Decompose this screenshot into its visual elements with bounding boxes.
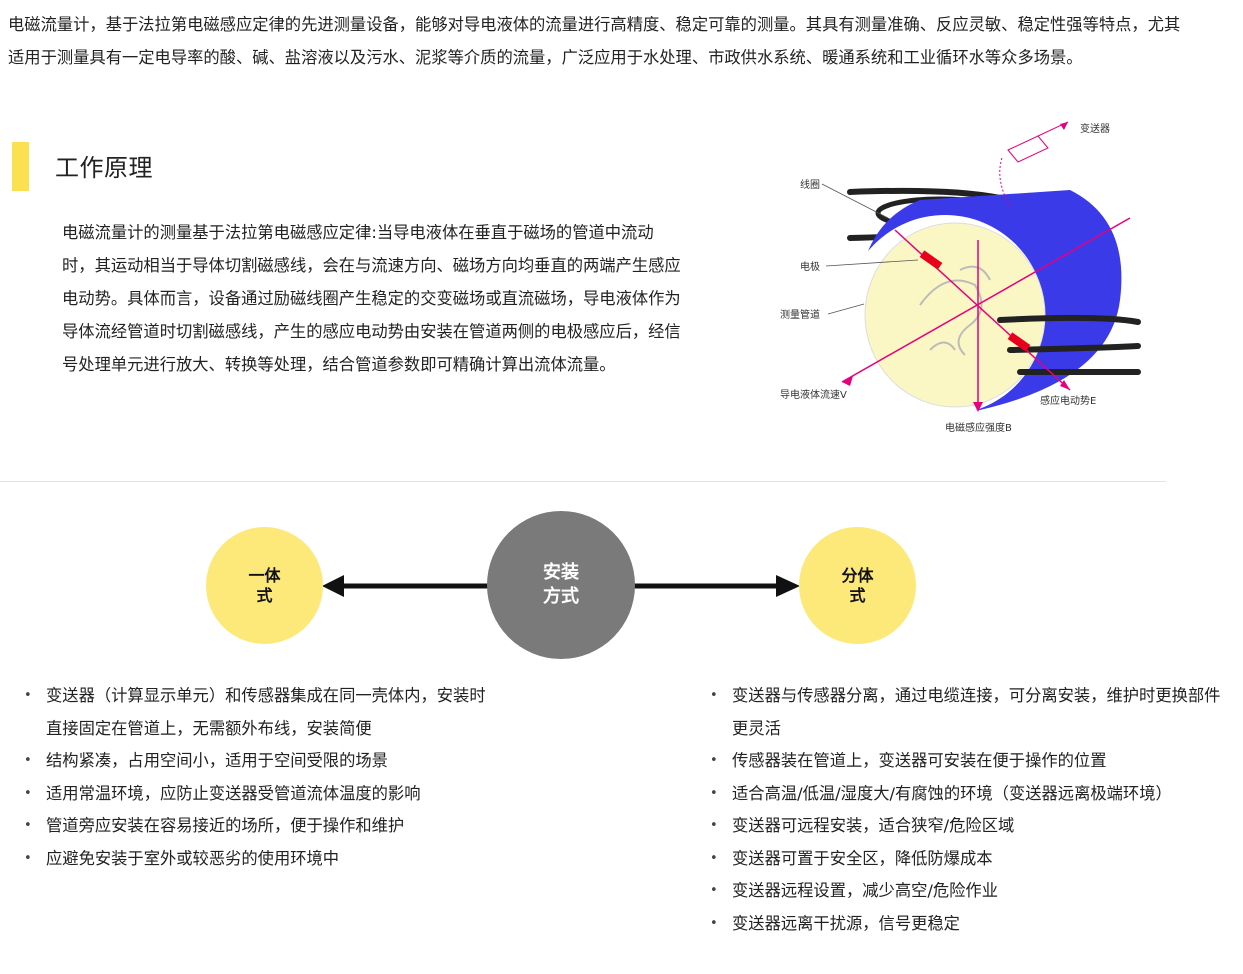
arrow-left-icon: [322, 575, 344, 597]
list-item: 变送器与传感器分离，通过电缆连接，可分离安装，维护时更换部件更灵活: [710, 680, 1230, 745]
label-electrode: 电极: [800, 260, 820, 273]
electrode-bottom: [1007, 332, 1031, 352]
integrated-type-label-2: 式: [256, 585, 273, 605]
list-item: 变送器远离干扰源，信号更稳定: [710, 908, 1230, 941]
transmitter-icon: [1007, 135, 1049, 163]
electrode-top: [919, 250, 943, 270]
label-field: 电磁感应强度B: [945, 421, 1012, 434]
list-item: 管道旁应安装在容易接近的场所，便于操作和维护: [24, 810, 494, 843]
arrow-right-icon: [776, 575, 800, 597]
label-transmitter: 变送器: [1080, 122, 1110, 135]
flowmeter-principle-diagram: 变送器 线圈 电极 测量管道 导电液体流速V 感应电动势E 电磁感应强度B: [780, 121, 1141, 434]
integrated-feature-list: 变送器（计算显示单元）和传感器集成在同一壳体内，安装时直接固定在管道上，无需额外…: [24, 680, 494, 875]
list-item: 变送器（计算显示单元）和传感器集成在同一壳体内，安装时直接固定在管道上，无需额外…: [24, 680, 494, 745]
label-emf: 感应电动势E: [1040, 394, 1096, 407]
split-type-label-1: 分体: [841, 565, 874, 585]
integrated-type-circle: 一体 式: [206, 527, 323, 644]
split-type-circle: 分体 式: [799, 527, 916, 644]
split-type-label-2: 式: [849, 585, 866, 605]
intro-paragraph: 电磁流量计，基于法拉第电磁感应定律的先进测量设备，能够对导电液体的流量进行高精度…: [8, 15, 1181, 67]
label-coil: 线圈: [800, 178, 820, 191]
split-feature-list: 变送器与传感器分离，通过电缆连接，可分离安装，维护时更换部件更灵活 传感器装在管…: [710, 680, 1230, 940]
principle-paragraph: 电磁流量计的测量基于法拉第电磁感应定律:当导电液体在垂直于磁场的管道中流动时，其…: [62, 223, 681, 374]
section-title: 工作原理: [55, 154, 153, 182]
list-item: 结构紧凑，占用空间小，适用于空间受限的场景: [24, 745, 494, 778]
integrated-type-label-1: 一体: [248, 565, 281, 585]
install-method-label-1: 安装: [543, 562, 579, 583]
install-method-circle: 安装 方式: [487, 511, 635, 659]
list-item: 适合高温/低温/湿度大/有腐蚀的环境（变送器远离极端环境）: [710, 778, 1230, 811]
list-item: 变送器可置于安全区，降低防爆成本: [710, 843, 1230, 876]
list-item: 适用常温环境，应防止变送器受管道流体温度的影响: [24, 778, 494, 811]
list-item: 变送器远程设置，减少高空/危险作业: [710, 875, 1230, 908]
section-accent-bar: [12, 142, 29, 191]
list-item: 传感器装在管道上，变送器可安装在便于操作的位置: [710, 745, 1230, 778]
section-divider: [0, 481, 1166, 482]
label-velocity: 导电液体流速V: [780, 388, 847, 401]
label-pipe: 测量管道: [780, 308, 820, 321]
list-item: 变送器可远程安装，适合狭窄/危险区域: [710, 810, 1230, 843]
fluid-cross-section: [864, 222, 1046, 408]
install-arrows: [322, 575, 800, 597]
list-item: 应避免安装于室外或较恶劣的使用环境中: [24, 843, 494, 876]
install-method-label-2: 方式: [543, 586, 579, 607]
